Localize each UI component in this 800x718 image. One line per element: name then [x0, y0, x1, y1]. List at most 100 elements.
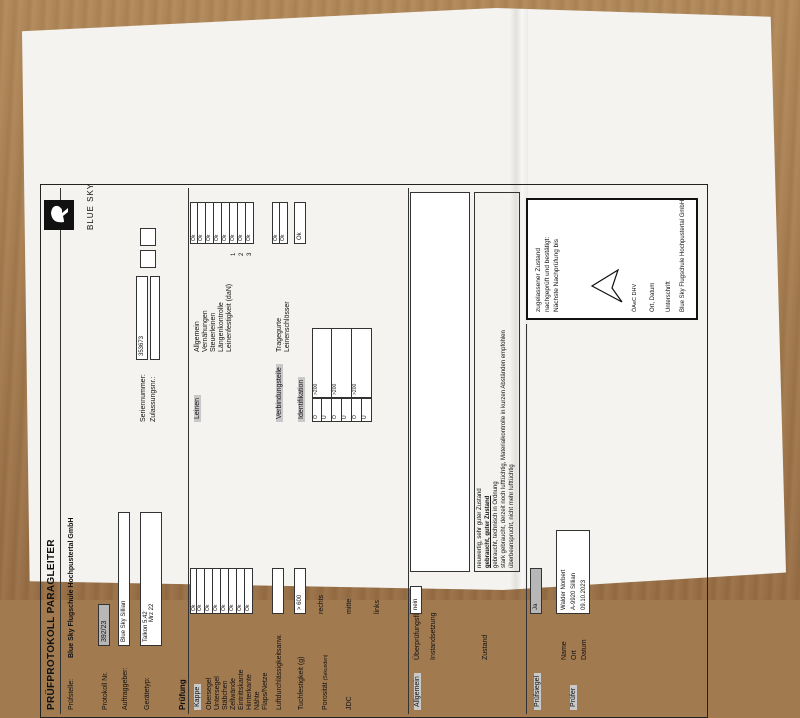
seriennummer-label: Seriennummer:	[140, 374, 147, 422]
instand-label: Instandsetzung	[430, 612, 437, 660]
ueberpruefung-field: nein	[410, 586, 422, 614]
right-small-field-2	[140, 228, 156, 246]
pruefer-label: Prüfer	[570, 684, 577, 710]
leinen-value: Ok	[198, 202, 206, 244]
stamp-ort-datum: Ort, Datum	[650, 282, 656, 312]
stamp-line-1: zugelassener Zustand	[535, 248, 542, 312]
leinen-values-column: Ok Ok Ok Ok Ok	[190, 202, 230, 244]
leinen-numbers: 1 2 3	[230, 253, 254, 256]
pruefung-divider	[188, 188, 189, 714]
leinen-number: 2	[239, 252, 245, 256]
leinen-item-steuerleinen: Steuerleinen	[210, 312, 217, 352]
stamp-text-block: zugelassener Zustand nachgeprüft und bes…	[534, 202, 561, 312]
porositaet-value: >200	[312, 328, 332, 398]
leinen-number-value: Ok	[230, 202, 238, 244]
auftraggeber-label: Auftraggeber:	[122, 667, 129, 710]
porositaet-mitte: mitte	[346, 598, 353, 614]
seriennummer-field: 353673	[136, 276, 148, 360]
leinen-item-vernaehungen: Vernähungen	[202, 310, 209, 352]
auftraggeber-field: Blue Sky Sillian	[118, 512, 130, 646]
kappe-item-naehte: Nähte	[254, 691, 261, 710]
luft-field	[272, 568, 284, 614]
porositaet-value: >200	[332, 328, 352, 398]
verbindung-value: Ok	[272, 202, 280, 244]
leinen-value: Ok	[214, 202, 222, 244]
leinen-items: Allgemein Vernähungen Steuerleinen Länge…	[194, 284, 234, 352]
leinen-label: Leinen	[194, 394, 201, 422]
verbindung-label: Verbindungsteile	[276, 364, 283, 422]
dhv-seal-icon	[588, 266, 628, 306]
verbindung-items: Tragegurte Leinenschlösser	[276, 301, 292, 352]
zustand-box	[474, 192, 520, 572]
kappe-value: Ok	[245, 568, 253, 614]
allgemein-label: Allgemein	[414, 673, 421, 710]
porositaet-unit: (Sekunden)	[323, 654, 329, 681]
stamp-org: ÖAeC DHV	[632, 283, 638, 312]
jdc-label: JDC	[346, 696, 353, 710]
stamp-line-3: Nächste Nachprüfung bis	[553, 239, 560, 312]
kappe-value: Ok	[205, 568, 213, 614]
geraetetyp-label: Gerätetyp:	[144, 677, 151, 710]
kappe-item-eintrittskante: Eintrittskante	[238, 669, 245, 710]
ueberpruefung-label: Überprüfungsflug	[414, 606, 421, 660]
zustand-label: Zustand	[482, 634, 489, 660]
kappe-values-column: Ok Ok Ok Ok Ok Ok Ok Ok	[190, 568, 253, 614]
protokoll-field: 392/23	[98, 604, 110, 646]
verbindung-values-column: Ok Ok	[272, 202, 288, 244]
porositaet-label: Porosität (Sekunden)	[322, 655, 329, 710]
leinen-number: 1	[231, 252, 237, 256]
kappe-item-hinterkante: Hinterkante	[246, 674, 253, 710]
porositaet-value: >200	[352, 328, 372, 398]
zulassungsnr-label: Zulassungsnr.:	[150, 376, 157, 422]
stamp-line-2: nachgeprüft und bestätigt:	[544, 236, 551, 312]
logo-text: BLUE SKY	[86, 182, 95, 230]
kappe-value: Ok	[213, 568, 221, 614]
leinen-value: Ok	[222, 202, 230, 244]
leinen-number: 3	[247, 252, 253, 256]
kappe-value: Ok	[221, 568, 229, 614]
porositaet-code: O	[332, 398, 342, 422]
verbindung-item-leinenschloesser: Leinenschlösser	[284, 301, 291, 352]
leinen-item-leinenfestigkeit: Leinenfestigkeit (daN)	[226, 283, 233, 352]
tuch-field: > 600	[294, 568, 306, 614]
kappe-items: Obersegel Untersegel Stäbchen Zellwände …	[206, 670, 270, 710]
leinen-number-value: Ok	[238, 202, 246, 244]
kappe-value: Ok	[190, 568, 197, 614]
porositaet-label-text: Porosität	[322, 682, 329, 710]
inspection-protocol-document: PRÜFPROTOKOLL PARAGLEITER Prüfstelle: Bl…	[40, 182, 710, 718]
leinen-value: Ok	[206, 202, 214, 244]
kappe-value: Ok	[197, 568, 205, 614]
title-underline	[60, 188, 61, 714]
tuch-label: Tuchfestigkeit (g)	[298, 656, 305, 710]
stamp-company: Blue Sky Flugschule Hochpustertal GmbH	[680, 199, 686, 312]
leinen-item-laengenkontrolle: Längenkontrolle	[218, 302, 225, 352]
pruefstelle-label: Prüfstelle:	[68, 678, 75, 710]
pruefer-name-value: Walder Norbert	[561, 569, 567, 610]
verbindung-item-tragegurte: Tragegurte	[276, 318, 283, 352]
porositaet-grid: O U O U O U >200 >200 >200	[312, 328, 372, 422]
pruefung-section-title: Prüfung	[178, 679, 187, 710]
kappe-item-flaps-netze: Flaps/Netze	[262, 672, 269, 710]
approval-stamp: zugelassener Zustand nachgeprüft und bes…	[526, 198, 698, 320]
instand-field	[410, 192, 470, 572]
geraetetyp-field: Talkon 5.42 Mrz 22	[140, 512, 162, 646]
porositaet-links: links	[374, 599, 381, 614]
porositaet-code: O	[312, 398, 322, 422]
pruefsiegel-divider	[526, 324, 527, 714]
porositaet-code: U	[342, 398, 352, 422]
pruefer-ort-label: Ort	[571, 650, 578, 660]
pruefsiegel-field: Ja	[530, 568, 542, 614]
verbindung-value: Ok	[280, 202, 288, 244]
blue-sky-logo-icon	[44, 200, 74, 230]
kappe-item-obersegel: Obersegel	[206, 677, 213, 710]
porositaet-rechts: rechts	[318, 594, 325, 614]
right-small-field-1	[140, 250, 156, 268]
kappe-value: Ok	[237, 568, 245, 614]
pruefer-datum-label: Datum	[581, 639, 588, 660]
kappe-item-staebchen: Stäbchen	[222, 680, 229, 710]
leinen-value: Ok	[190, 202, 198, 244]
pruefsiegel-label: Prüfsiegel	[534, 672, 541, 710]
luft-label: Luftdurchlässigkeitsanw.	[276, 634, 283, 710]
leinen-item-allgemein: Allgemein	[194, 321, 201, 352]
leinen-number-value: Ok	[246, 202, 254, 244]
